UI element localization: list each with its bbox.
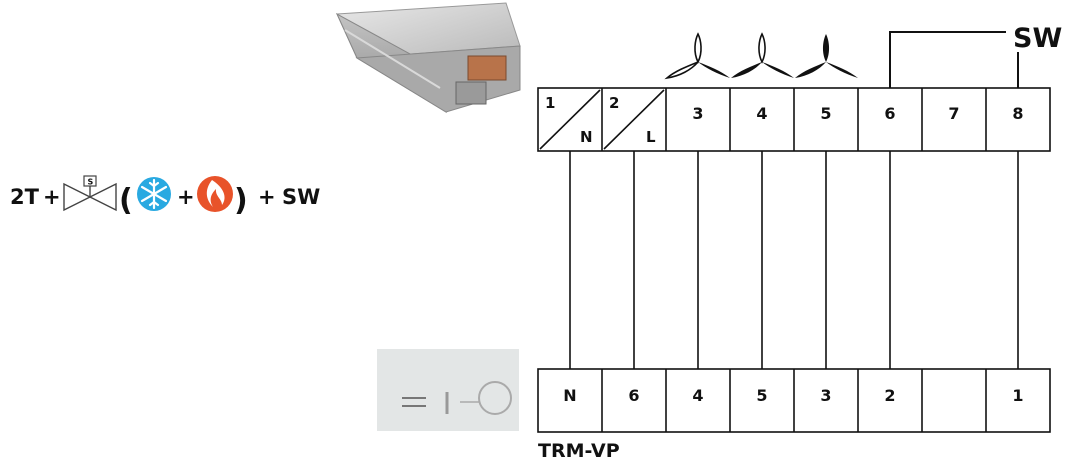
top-terminal-8: 8 [1012,104,1023,123]
formula-plus-2: + [177,185,195,209]
bottom-terminal-8: 1 [1012,386,1023,405]
formula-plus-3: + [258,185,276,209]
fan-medium-icon [731,32,794,78]
formula-paren-close: ) [234,183,248,218]
bottom-terminal-4: 5 [756,386,767,405]
bottom-terminal-strip: N 6 4 5 3 2 1 TRM-VP [537,368,1051,462]
snowflake-icon [137,177,171,211]
valve-letter: S [88,178,94,187]
formula: 2T + S ( + ) + SW [10,175,320,218]
formula-plus-1: + [43,185,61,209]
top-terminal-2-sub: L [646,128,656,146]
fan-coil-unit-photo [335,2,521,114]
device-label: TRM-VP [538,440,620,462]
flame-icon [197,176,233,212]
bottom-terminal-1: N [563,386,576,405]
fan-low-icon [664,32,730,80]
fan-high-icon [795,34,858,78]
top-terminal-1-sub: N [580,128,593,146]
top-terminal-4: 4 [756,104,767,123]
thermostat-photo [377,349,519,431]
bottom-terminal-3: 4 [692,386,703,405]
bottom-terminal-2: 6 [628,386,639,405]
top-terminal-strip: 1 N 2 L 3 4 5 6 7 8 [537,87,1051,152]
sw-label: SW [1013,23,1062,54]
top-terminal-5: 5 [820,104,831,123]
bottom-terminal-6: 2 [884,386,895,405]
top-terminal-1: 1 [545,94,555,112]
sw-connection: SW [889,23,1062,88]
formula-2t: 2T [10,185,40,209]
top-terminal-3: 3 [692,104,703,123]
top-terminal-2: 2 [609,94,619,112]
top-terminal-7: 7 [948,104,959,123]
valve-icon: S [63,175,117,212]
bottom-terminal-5: 3 [820,386,831,405]
formula-paren-open: ( [119,183,133,218]
connection-wires [569,151,1019,369]
top-terminal-6: 6 [884,104,895,123]
formula-sw: SW [282,185,320,209]
